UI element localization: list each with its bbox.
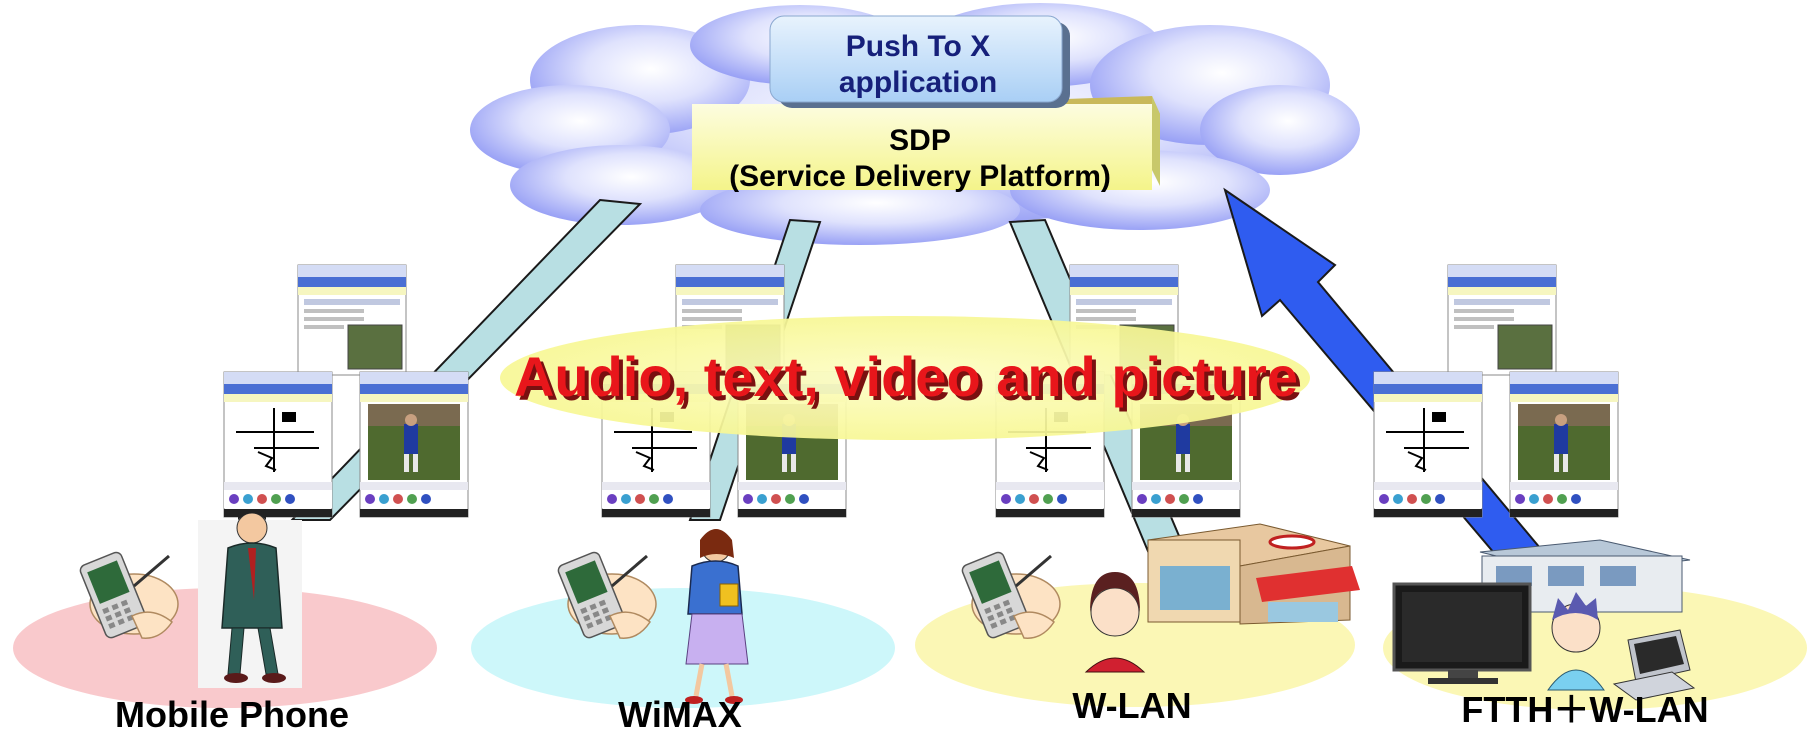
businessman-figure <box>221 509 286 683</box>
tv-icon <box>1392 582 1532 684</box>
label-mobile-phone: Mobile Phone <box>115 694 349 734</box>
label-ftth-wlan: FTTH＋W-LAN <box>1461 689 1708 730</box>
banner-text: Audio, text, video and picture <box>514 345 1298 408</box>
screens-ftth <box>1373 264 1619 518</box>
wlan-user-scene <box>959 523 1360 673</box>
mobile-user-scene <box>77 509 302 688</box>
label-wlan: W-LAN <box>1072 685 1191 726</box>
app-box-line2: application <box>839 66 997 99</box>
sdp-box-line1: SDP <box>889 124 951 157</box>
laptop-icon <box>1612 629 1696 701</box>
media-banner <box>500 316 1310 440</box>
app-box-line1: Push To X <box>846 30 990 63</box>
ftth-user-scene <box>1392 539 1696 701</box>
sdp-box-line2: (Service Delivery Platform) <box>729 160 1111 193</box>
boy-avatar <box>1547 592 1605 691</box>
wimax-user-scene <box>555 529 749 704</box>
banner-text-shadow: Audio, text, video and picture <box>518 349 1302 412</box>
shop-building-icon <box>1147 523 1360 625</box>
woman-avatar <box>1084 572 1146 673</box>
label-wimax: WiMAX <box>618 694 742 734</box>
businesswoman-figure <box>685 529 749 704</box>
app-box <box>769 15 1070 108</box>
ellipse-wimax <box>471 588 895 708</box>
